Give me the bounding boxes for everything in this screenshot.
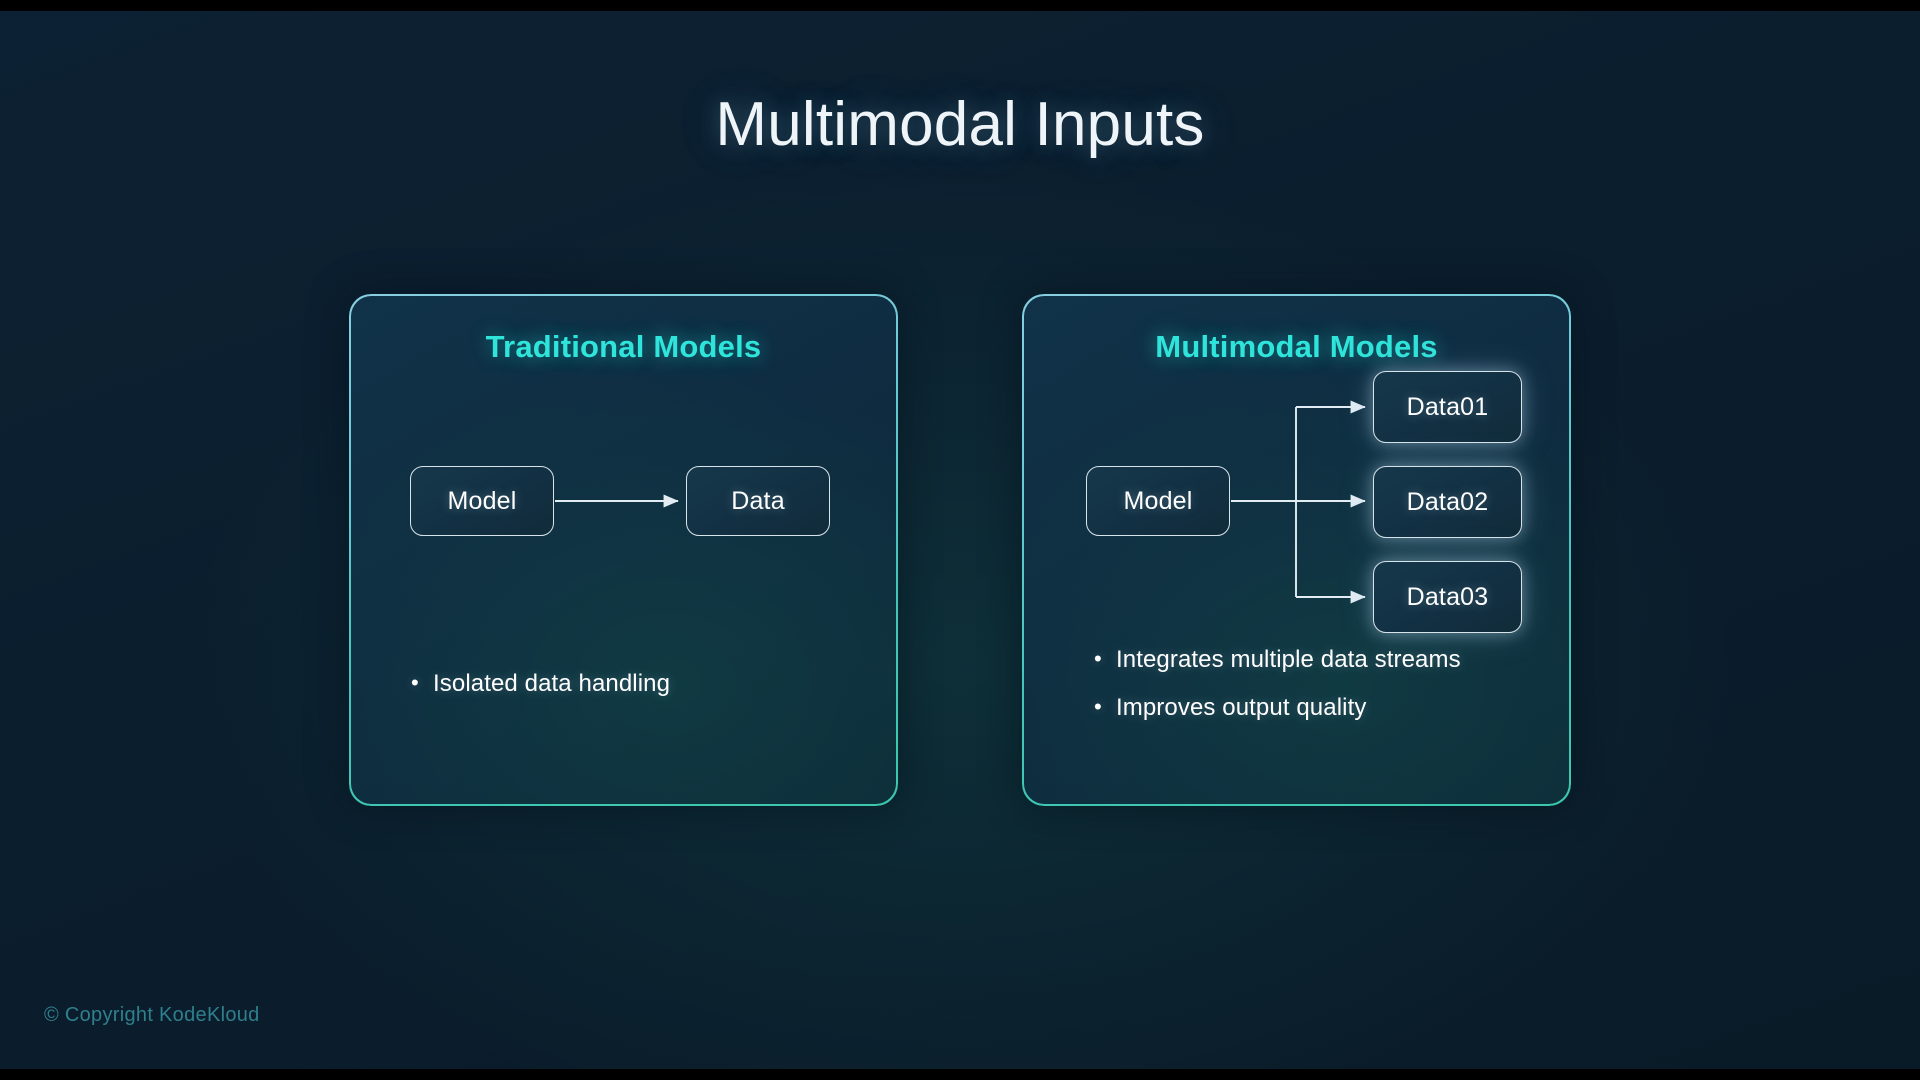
bullet-dot-icon: • <box>1094 646 1102 671</box>
list-item: • Integrates multiple data streams <box>1094 646 1535 673</box>
slide-canvas: Multimodal Inputs Traditional Models Mod… <box>0 11 1920 1069</box>
bullet-list-multimodal: • Integrates multiple data streams • Imp… <box>1094 646 1535 744</box>
bullet-dot-icon: • <box>1094 694 1102 720</box>
diagram-traditional: Model Data <box>349 294 898 806</box>
card-multimodal-models: Multimodal Models Model <box>1022 294 1571 806</box>
bullet-dot-icon: • <box>411 670 419 695</box>
node-data01[interactable]: Data01 <box>1373 371 1522 443</box>
card-title-traditional: Traditional Models <box>485 329 762 364</box>
diagram-multimodal: Model Data01 Data02 Data03 <box>1022 294 1571 806</box>
list-item: • Isolated data handling <box>411 670 862 697</box>
bullet-text: Improves output quality <box>1116 694 1367 722</box>
connector-layer-multimodal <box>1231 400 1366 604</box>
node-data03[interactable]: Data03 <box>1373 561 1522 633</box>
connector-layer-traditional <box>555 494 679 508</box>
node-model[interactable]: Model <box>410 466 554 536</box>
page-title: Multimodal Inputs <box>715 90 1205 159</box>
node-data[interactable]: Data <box>686 466 830 536</box>
bullet-text: Isolated data handling <box>433 670 671 697</box>
card-traditional-models: Traditional Models Model Data • Isolated… <box>349 294 898 806</box>
copyright-footer: © Copyright KodeKloud <box>44 1004 260 1026</box>
node-model[interactable]: Model <box>1086 466 1230 536</box>
card-title-multimodal: Multimodal Models <box>1155 329 1438 364</box>
bullet-text: Integrates multiple data streams <box>1116 646 1461 673</box>
list-item: • Improves output quality <box>1094 694 1535 722</box>
bullet-list-traditional: • Isolated data handling <box>411 670 862 729</box>
node-data02[interactable]: Data02 <box>1373 466 1522 538</box>
